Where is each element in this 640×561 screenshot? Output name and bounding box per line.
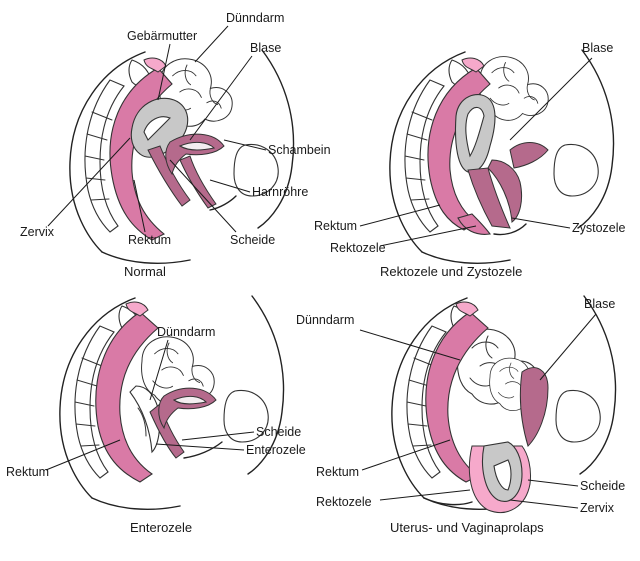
panel-normal: Gebärmutter Dünndarm Blase Schambein Har… bbox=[20, 11, 331, 279]
label-blase-normal: Blase bbox=[250, 41, 281, 55]
label-duenndarm-prolaps: Dünndarm bbox=[296, 313, 354, 327]
label-zystozele: Zystozele bbox=[572, 221, 626, 235]
panel-rektozele-zystozele: Blase Rektum Rektozele Zystozele Rektoze… bbox=[314, 41, 626, 279]
caption-rektozele: Rektozele und Zystozele bbox=[380, 264, 522, 279]
label-rektum-prolaps: Rektum bbox=[316, 465, 359, 479]
label-scheide-normal: Scheide bbox=[230, 233, 275, 247]
bladder-prolaps bbox=[519, 367, 549, 447]
label-duenndarm-normal: Dünndarm bbox=[226, 11, 284, 25]
rectocele-bulge bbox=[457, 213, 491, 235]
label-schambein: Schambein bbox=[268, 143, 331, 157]
label-zervix-prolaps: Zervix bbox=[580, 501, 615, 515]
leader-lines-enterozele bbox=[45, 339, 255, 471]
label-blase-rektozele: Blase bbox=[582, 41, 613, 55]
pelvis-anatomy-enterozele bbox=[59, 295, 285, 510]
leader-lines-normal bbox=[47, 25, 267, 233]
label-scheide-prolaps: Scheide bbox=[580, 479, 625, 493]
label-rektum-normal: Rektum bbox=[128, 233, 171, 247]
leader-lines-rektozele bbox=[359, 57, 593, 247]
enterocele-bowel bbox=[129, 385, 161, 454]
label-blase-prolaps: Blase bbox=[584, 297, 615, 311]
cystocele-bulge bbox=[487, 159, 523, 223]
caption-normal: Normal bbox=[124, 264, 166, 279]
bladder-enterozele bbox=[158, 387, 217, 430]
label-scheide-enterozele: Scheide bbox=[256, 425, 301, 439]
caption-enterozele: Enterozele bbox=[130, 520, 192, 535]
label-rektozele-1: Rektozele bbox=[330, 241, 386, 255]
label-rektum-rektozele: Rektum bbox=[314, 219, 357, 233]
label-rektozele-prolaps: Rektozele bbox=[316, 495, 372, 509]
caption-prolaps: Uterus- und Vaginaprolaps bbox=[390, 520, 544, 535]
bladder-normal bbox=[165, 133, 225, 176]
vagina-rektozele bbox=[467, 167, 511, 229]
label-gebaermutter: Gebärmutter bbox=[127, 29, 197, 43]
panel-enterozele: Dünndarm Scheide Enterozele Rektum Enter… bbox=[6, 295, 306, 535]
rectum-enterozele bbox=[95, 311, 159, 483]
label-duenndarm-enterozele: Dünndarm bbox=[157, 325, 215, 339]
label-harnroehre: Harnröhre bbox=[252, 185, 308, 199]
label-enterozele: Enterozele bbox=[246, 443, 306, 457]
leader-lines-prolaps bbox=[359, 313, 597, 509]
label-rektum-enterozele: Rektum bbox=[6, 465, 49, 479]
pelvis-anatomy-normal bbox=[69, 49, 295, 264]
pelvis-anatomy-rektozele bbox=[389, 49, 615, 264]
label-zervix-normal: Zervix bbox=[20, 225, 55, 239]
panel-prolaps: Blase Dünndarm Rektum Scheide Zervix Rek… bbox=[296, 295, 625, 535]
